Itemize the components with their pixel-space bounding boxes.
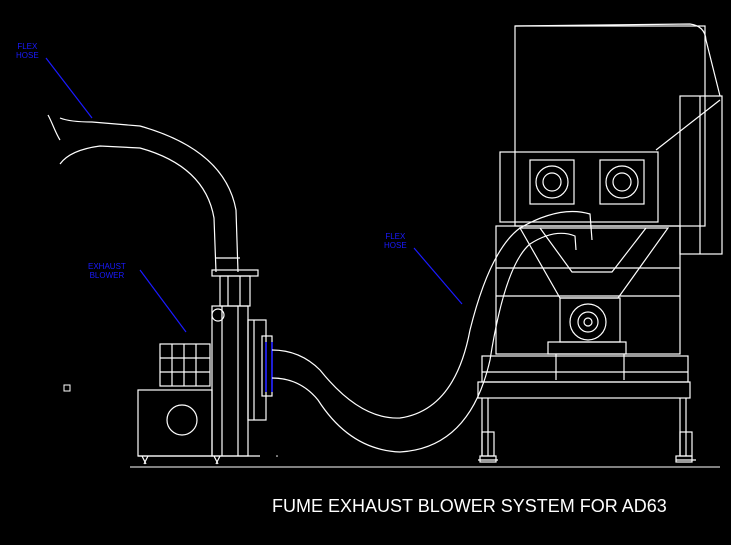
label-exhaust-blower: EXHAUST BLOWER bbox=[88, 262, 126, 280]
small-marker bbox=[63, 384, 71, 392]
flex-hose-lower bbox=[271, 210, 593, 453]
leader-exhaust-blower bbox=[139, 269, 187, 333]
small-dot bbox=[276, 455, 278, 457]
label-flex-hose-right-line2: HOSE bbox=[384, 241, 407, 250]
label-flex-hose-right-line1: FLEX bbox=[385, 232, 406, 241]
label-flex-hose-top-line1: FLEX bbox=[17, 42, 38, 51]
label-flex-hose-top: FLEX HOSE bbox=[16, 42, 39, 60]
label-exhaust-blower-line1: EXHAUST bbox=[88, 262, 126, 271]
machine-unit bbox=[477, 23, 723, 463]
leader-flex-hose-right bbox=[413, 247, 463, 305]
drawing-title: FUME EXHAUST BLOWER SYSTEM FOR AD63 bbox=[272, 496, 667, 516]
label-flex-hose-right: FLEX HOSE bbox=[384, 232, 407, 250]
label-flex-hose-top-line2: HOSE bbox=[16, 51, 39, 60]
exhaust-blower bbox=[137, 269, 273, 465]
flex-hose-top bbox=[47, 114, 240, 273]
leader-flex-hose-top bbox=[45, 57, 93, 119]
label-exhaust-blower-line2: BLOWER bbox=[89, 271, 125, 280]
